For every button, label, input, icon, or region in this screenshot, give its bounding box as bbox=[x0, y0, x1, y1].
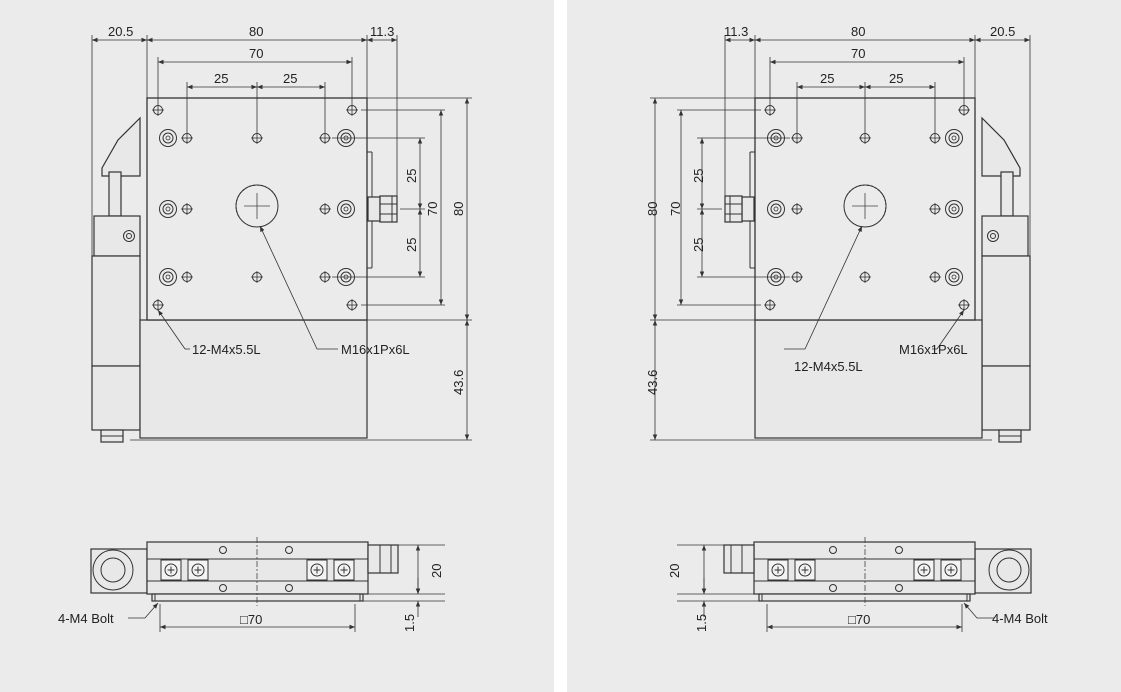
left-side-view bbox=[91, 537, 445, 632]
vdim-43-6: 43.6 bbox=[451, 370, 466, 395]
label-square-70: □70 bbox=[848, 612, 870, 627]
label-tap-holes: 12-M4x5.5L bbox=[794, 359, 863, 374]
label-center-hole: M16x1Px6L bbox=[899, 342, 968, 357]
vdim-20: 20 bbox=[667, 564, 682, 578]
left-dimension-labels: 20.5 80 11.3 70 25 25 25 70 25 80 43.6 2… bbox=[58, 24, 466, 632]
label-bolt: 4-M4 Bolt bbox=[58, 611, 114, 626]
label-center-hole: M16x1Px6L bbox=[341, 342, 410, 357]
vdim-1-5: 1.5 bbox=[694, 614, 709, 632]
dim-70: 70 bbox=[851, 46, 865, 61]
right-dimension-labels: 11.3 80 20.5 70 25 25 80 70 25 25 43.6 2… bbox=[645, 24, 1048, 632]
vdim-70: 70 bbox=[425, 202, 440, 216]
dim-25-b: 25 bbox=[283, 71, 297, 86]
label-bolt: 4-M4 Bolt bbox=[992, 611, 1048, 626]
dim-25-a: 25 bbox=[820, 71, 834, 86]
dim-11-3: 11.3 bbox=[370, 24, 394, 39]
dim-20-5: 20.5 bbox=[108, 24, 133, 39]
dim-11-3: 11.3 bbox=[724, 24, 748, 39]
right-top-view bbox=[650, 35, 1030, 442]
dim-80: 80 bbox=[249, 24, 263, 39]
vdim-80: 80 bbox=[451, 202, 466, 216]
vdim-25-b: 25 bbox=[404, 238, 419, 252]
vdim-20: 20 bbox=[429, 564, 444, 578]
dim-80: 80 bbox=[851, 24, 865, 39]
dim-25-b: 25 bbox=[889, 71, 903, 86]
dim-70: 70 bbox=[249, 46, 263, 61]
label-tap-holes: 12-M4x5.5L bbox=[192, 342, 261, 357]
dim-20-5: 20.5 bbox=[990, 24, 1015, 39]
dim-25-a: 25 bbox=[214, 71, 228, 86]
vdim-25-a: 25 bbox=[404, 169, 419, 183]
vdim-80: 80 bbox=[645, 202, 660, 216]
vdim-25-a: 25 bbox=[691, 169, 706, 183]
vdim-1-5: 1.5 bbox=[402, 614, 417, 632]
vdim-70: 70 bbox=[668, 202, 683, 216]
vdim-25-b: 25 bbox=[691, 238, 706, 252]
label-square-70: □70 bbox=[240, 612, 262, 627]
vdim-43-6: 43.6 bbox=[645, 370, 660, 395]
